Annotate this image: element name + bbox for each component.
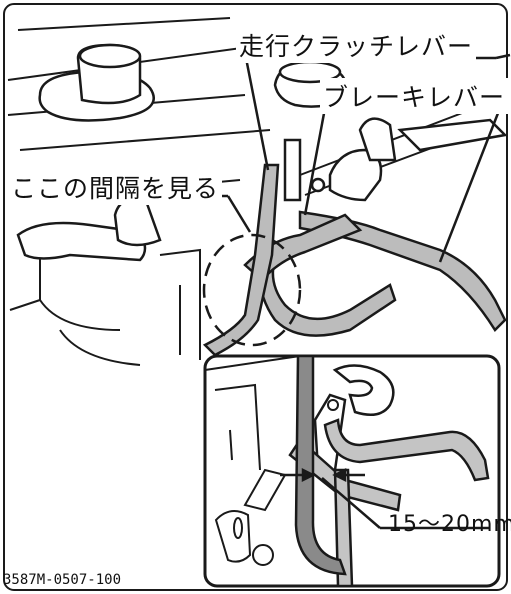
brake-lever-label: ブレーキレバー [320,78,509,114]
left-handle [16,196,162,262]
inset-panel [203,354,501,588]
brake-lever-loop [258,237,397,337]
measurement-arrows [280,467,490,530]
left-knob [38,43,155,122]
mechanism [283,117,508,202]
brake-lever-shape [298,210,507,332]
inset-hook [332,364,395,417]
clutch-lever-label: 走行クラッチレバー [236,27,477,63]
gap-measurement-label: 15～20mm [388,512,511,537]
inset-clutch-lever [294,354,347,576]
inset-brake-lever [323,418,490,482]
check-gap-label: ここの間隔を見る [8,169,223,205]
figure-code: 3587M-0507-100 [3,572,122,588]
gap-highlight-circle [202,233,302,347]
